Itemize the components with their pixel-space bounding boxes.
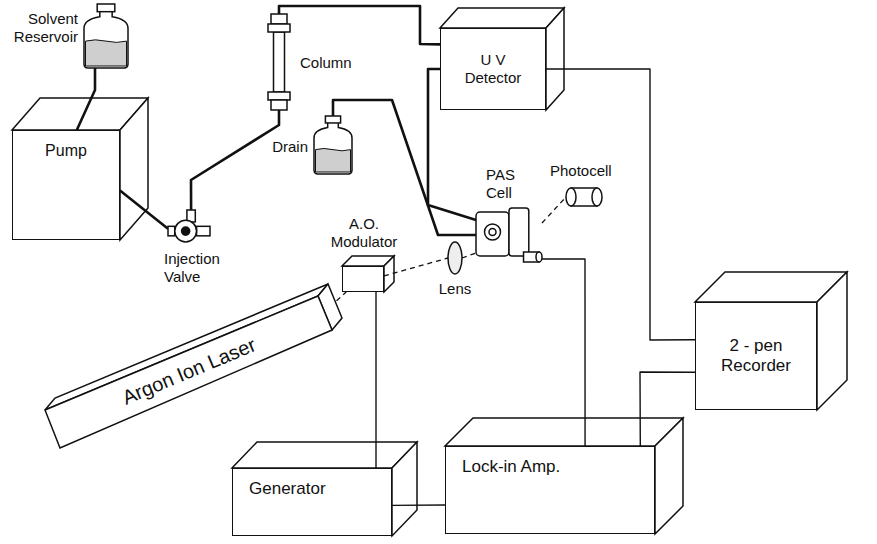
box-side-face bbox=[655, 418, 683, 534]
node-label: Lens bbox=[435, 280, 475, 298]
signal-wire bbox=[640, 372, 695, 446]
node-label: Column bbox=[300, 54, 370, 72]
liquid bbox=[86, 40, 127, 66]
solvent-reservoir: Solvent Reservoir bbox=[84, 4, 128, 68]
tubing bbox=[191, 110, 279, 210]
box-side-face bbox=[392, 442, 417, 536]
liquid bbox=[316, 148, 351, 172]
photocell-face bbox=[566, 188, 576, 206]
signal-wire bbox=[375, 292, 376, 468]
bottle-cap bbox=[325, 116, 340, 123]
lens-icon bbox=[448, 242, 462, 274]
injection-valve: Injection Valve bbox=[168, 210, 210, 244]
box-side-face bbox=[546, 8, 564, 110]
pas-cell-icon bbox=[476, 208, 542, 268]
signal-wire bbox=[542, 259, 585, 446]
tubing bbox=[77, 68, 95, 130]
box-side-face bbox=[120, 98, 148, 240]
node-label: Injection Valve bbox=[164, 250, 238, 286]
box-top-face bbox=[232, 442, 417, 468]
tubing bbox=[333, 100, 476, 235]
argon-ion-laser: Argon Ion Laser bbox=[40, 280, 360, 462]
photocell: Photocell bbox=[566, 186, 602, 208]
box-side-face bbox=[817, 272, 847, 410]
node-label: Pump bbox=[45, 141, 87, 160]
valve-outlet bbox=[197, 226, 210, 236]
signal-wire bbox=[546, 69, 695, 340]
pump-box: Pump bbox=[12, 130, 120, 240]
lens: Lens bbox=[448, 242, 462, 274]
injection-valve-icon bbox=[168, 210, 210, 244]
lock-in-amplifier-box: Lock-in Amp. bbox=[445, 446, 655, 534]
cell-window bbox=[485, 224, 501, 240]
hplc-column-icon bbox=[268, 14, 290, 110]
node-label: Generator bbox=[249, 479, 326, 499]
photocell-end bbox=[592, 188, 602, 206]
box-side-face bbox=[384, 256, 394, 292]
bottle-cap bbox=[97, 4, 115, 12]
photocell-icon bbox=[566, 186, 602, 208]
uv-detector-box: U V Detector bbox=[440, 28, 546, 110]
pen-recorder-box: 2 - pen Recorder bbox=[695, 302, 817, 410]
drain-bottle-icon bbox=[314, 116, 352, 174]
node-label: Drain bbox=[260, 138, 308, 156]
tubing bbox=[120, 191, 168, 229]
node-label: PAS Cell bbox=[486, 166, 530, 202]
valve-body bbox=[175, 220, 197, 242]
box-top-face bbox=[445, 418, 683, 446]
node-label: Solvent Reservoir bbox=[4, 10, 78, 46]
node-label: Lock-in Amp. bbox=[462, 457, 560, 477]
node-label: 2 - pen Recorder bbox=[716, 336, 796, 377]
ao-modulator: A.O. Modulator bbox=[342, 266, 384, 292]
laser-beam bbox=[542, 197, 566, 223]
column-fitting bbox=[271, 100, 287, 110]
generator-box: Generator bbox=[232, 468, 392, 536]
column-nut bbox=[268, 92, 290, 100]
column-tube bbox=[274, 32, 285, 92]
tubing bbox=[279, 6, 440, 44]
laser-beam bbox=[462, 253, 476, 258]
box-top-face bbox=[440, 8, 564, 28]
column-nut bbox=[268, 24, 290, 32]
microphone-end bbox=[536, 252, 542, 262]
solvent-reservoir-icon bbox=[84, 4, 128, 68]
laser-front bbox=[45, 296, 332, 448]
cell-block bbox=[476, 212, 509, 256]
node-label: Photocell bbox=[550, 162, 630, 180]
hplc-column: Column bbox=[268, 14, 290, 110]
valve-hub bbox=[182, 227, 190, 235]
laser-beam bbox=[384, 258, 448, 276]
lens-shape bbox=[448, 242, 462, 274]
pas-cell: PAS Cell bbox=[476, 208, 542, 268]
column-fitting bbox=[271, 14, 287, 24]
drain-bottle: Drain bbox=[314, 116, 352, 174]
node-label: A.O. Modulator bbox=[323, 215, 405, 251]
valve-inlet bbox=[168, 226, 175, 236]
signal-wire bbox=[392, 504, 445, 506]
bottle-body bbox=[314, 122, 352, 174]
cell-window bbox=[489, 229, 496, 236]
node-label: U V Detector bbox=[457, 51, 529, 87]
bottle-body bbox=[84, 10, 128, 68]
cell-block bbox=[509, 208, 529, 256]
